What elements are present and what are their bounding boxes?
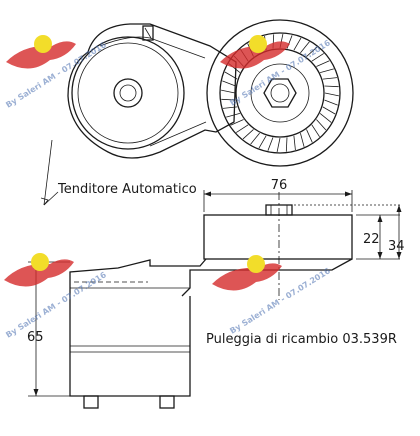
side-foot-right — [159, 395, 175, 409]
pulley-rib — [276, 137, 281, 152]
pulley-rib — [235, 124, 249, 133]
pulley-rib — [300, 132, 305, 147]
pulley-rib — [224, 71, 238, 80]
pulley-rib — [222, 80, 236, 87]
watermark-top-right: By Saleri AM - 07.07.2016 — [220, 35, 332, 108]
side-mount-right — [181, 258, 353, 297]
pulley-rib — [311, 53, 325, 62]
pulley-hub-ring — [250, 63, 310, 123]
watermark-bottom-left: By Saleri AM - 07.07.2016 — [4, 253, 108, 340]
pivot-outer-ring — [71, 36, 185, 150]
hex-bolt — [263, 78, 297, 108]
side-mount-bracket — [69, 258, 207, 302]
pulley-rib — [222, 106, 238, 109]
watermark-badge — [249, 35, 267, 53]
annotations: Tenditore Automatico Puleggia di ricambi… — [40, 139, 397, 347]
pulley-rib — [258, 135, 267, 149]
dim-width-76: 76 — [271, 178, 288, 193]
side-pulley-body — [203, 214, 353, 260]
watermark-wing-logo — [212, 263, 282, 291]
pivot-bore — [119, 84, 137, 102]
watermark-wing-logo — [6, 41, 76, 69]
watermark-wing-logo — [4, 259, 74, 287]
pulley-rib — [316, 119, 327, 131]
pulley-rib — [316, 60, 330, 67]
side-bolt-head — [265, 204, 293, 216]
watermark-wing-logo — [220, 41, 290, 69]
pulley-rib — [306, 129, 313, 143]
pulley-rib — [230, 119, 244, 126]
pulley-ribs — [221, 34, 339, 152]
pulley-rib — [267, 137, 274, 151]
pulley-rib — [322, 77, 338, 80]
pivot-mid-ring — [77, 42, 179, 144]
dim-height-22: 22 — [363, 232, 380, 247]
pulley-rib — [306, 46, 318, 57]
side-view — [69, 192, 353, 409]
pulley-rib — [324, 99, 338, 106]
hex-bolt-center — [270, 83, 290, 103]
tensioner-leader-line — [43, 139, 53, 206]
dim-height-34: 34 — [388, 239, 405, 254]
pulley-rib — [242, 129, 254, 140]
pulley-rib — [324, 92, 339, 97]
top-view — [67, 19, 354, 167]
pulley-rib — [322, 106, 336, 115]
watermark-badge — [31, 253, 49, 271]
watermark-top-left: By Saleri AM - 07.07.2016 — [4, 35, 108, 110]
dim-height-65: 65 — [27, 330, 44, 345]
pulley-outer-rim — [206, 19, 354, 167]
pulley-rib — [319, 113, 332, 123]
pulley-rib — [311, 124, 320, 138]
watermark-bottom-right: By Saleri AM - 07.07.2016 — [212, 255, 332, 336]
pulley-rib-ring — [219, 32, 341, 154]
tensioner-arm-housing — [67, 23, 237, 159]
pivot-hub — [113, 78, 143, 108]
pulley-rib — [221, 98, 236, 101]
pulley-rib — [319, 68, 334, 73]
watermark-badge — [247, 255, 265, 273]
side-foot-left — [83, 395, 99, 409]
pulley-rib — [324, 85, 339, 88]
arm-tab — [142, 25, 154, 41]
pulley-rib — [293, 37, 302, 51]
pulley-rib — [250, 132, 260, 145]
pulley-rib — [300, 41, 310, 54]
pulley-rib — [293, 135, 296, 151]
arm-lower-edge — [149, 121, 207, 147]
pulley-rib — [285, 137, 288, 152]
pulley-label: Puleggia di ricambio 03.539R — [206, 332, 397, 347]
pulley-rib — [221, 89, 236, 94]
watermark-badge — [34, 35, 52, 53]
pulley-rib — [226, 113, 241, 118]
tensioner-label: Tenditore Automatico — [57, 182, 197, 197]
